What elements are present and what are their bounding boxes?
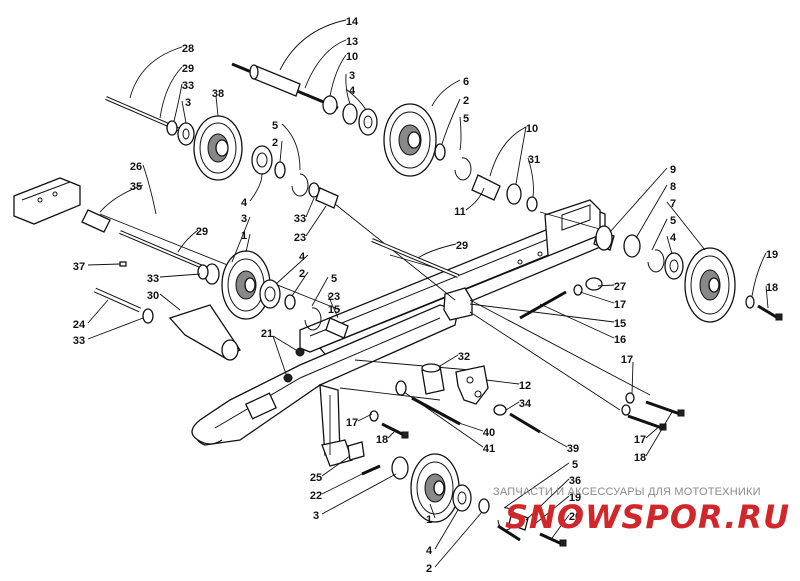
callout-3: 3 [185,97,191,109]
idler-wheel-7-rear [684,247,736,323]
callout-5: 5 [331,273,337,285]
callout-25: 25 [310,472,322,484]
callout-15: 15 [328,304,340,316]
callout-numbers: 1413103428293333862510311152263543133232… [73,16,778,575]
callout-7: 7 [670,198,676,210]
callout-12: 12 [519,380,531,392]
callout-34: 34 [519,398,532,410]
callout-31: 31 [528,154,540,166]
callout-3: 3 [241,213,247,225]
callout-21: 21 [261,328,273,340]
callout-2: 2 [463,95,469,107]
callout-18: 18 [376,434,388,446]
callout-4: 4 [241,197,248,209]
callout-29: 29 [196,226,208,238]
callout-40: 40 [483,427,495,439]
callout-1: 1 [426,514,432,526]
idler-wheel-38 [193,115,243,181]
callout-5: 5 [670,215,676,227]
callout-16: 16 [614,334,626,346]
suspension-rail-assembly [13,177,606,467]
callout-15: 15 [614,318,626,330]
bolts-and-screws [361,304,783,547]
callout-19: 19 [569,492,581,504]
callout-2: 2 [299,268,305,280]
callout-13: 13 [346,36,358,48]
callout-5: 5 [272,120,278,132]
callout-33: 33 [147,273,159,285]
callout-11: 11 [454,206,466,218]
idler-wheel-1-middle [221,250,271,320]
callout-17: 17 [621,354,633,366]
callout-1: 1 [241,230,247,242]
callout-3: 3 [313,510,319,522]
callout-4: 4 [299,251,306,263]
callout-10: 10 [346,51,358,63]
callout-33: 33 [73,335,85,347]
callout-5: 5 [463,113,469,125]
callout-22: 22 [310,490,322,502]
callout-19: 19 [766,249,778,261]
callout-41: 41 [483,443,495,455]
callout-17: 17 [634,434,646,446]
idler-wheel-6 [383,103,437,177]
callout-33: 33 [182,80,194,92]
callout-26: 26 [130,161,142,173]
callout-39: 39 [567,443,579,455]
callout-leader-lines [87,19,769,568]
callout-3: 3 [349,70,355,82]
callout-37: 37 [73,261,85,273]
callout-4: 4 [349,85,356,97]
callout-4: 4 [670,232,677,244]
callout-4: 4 [426,545,433,557]
callout-36: 36 [569,475,581,487]
callout-23: 23 [328,291,340,303]
callout-27: 27 [614,281,626,293]
callout-5: 5 [572,459,578,471]
callout-30: 30 [147,290,159,302]
callout-29: 29 [456,240,468,252]
callout-17: 17 [614,299,626,311]
callout-18: 18 [634,452,646,464]
callout-14: 14 [346,16,359,28]
callout-8: 8 [670,181,676,193]
callout-33: 33 [294,213,306,225]
bearings-washers-spacers [119,95,755,531]
watermark-caption: ЗАПЧАСТИ И АКСЕССУАРЫ ДЛЯ МОТОТЕХНИКИ [493,486,761,498]
callout-18: 18 [766,282,778,294]
callout-23: 23 [294,232,306,244]
callout-32: 32 [458,351,470,363]
callout-2: 2 [272,137,278,149]
watermark-brand-logo: SNOWSPOR.RU [505,498,791,536]
callout-38: 38 [212,88,224,100]
callout-10: 10 [526,123,538,135]
callout-2: 2 [426,563,432,575]
callout-24: 24 [73,319,86,331]
callout-20: 20 [569,511,581,523]
idler-wheel-1-lower [410,453,460,523]
callout-17: 17 [346,417,358,429]
callout-28: 28 [182,43,194,55]
callout-6: 6 [463,76,469,88]
callout-9: 9 [670,164,676,176]
callout-35: 35 [130,181,142,193]
callout-29: 29 [182,63,194,75]
